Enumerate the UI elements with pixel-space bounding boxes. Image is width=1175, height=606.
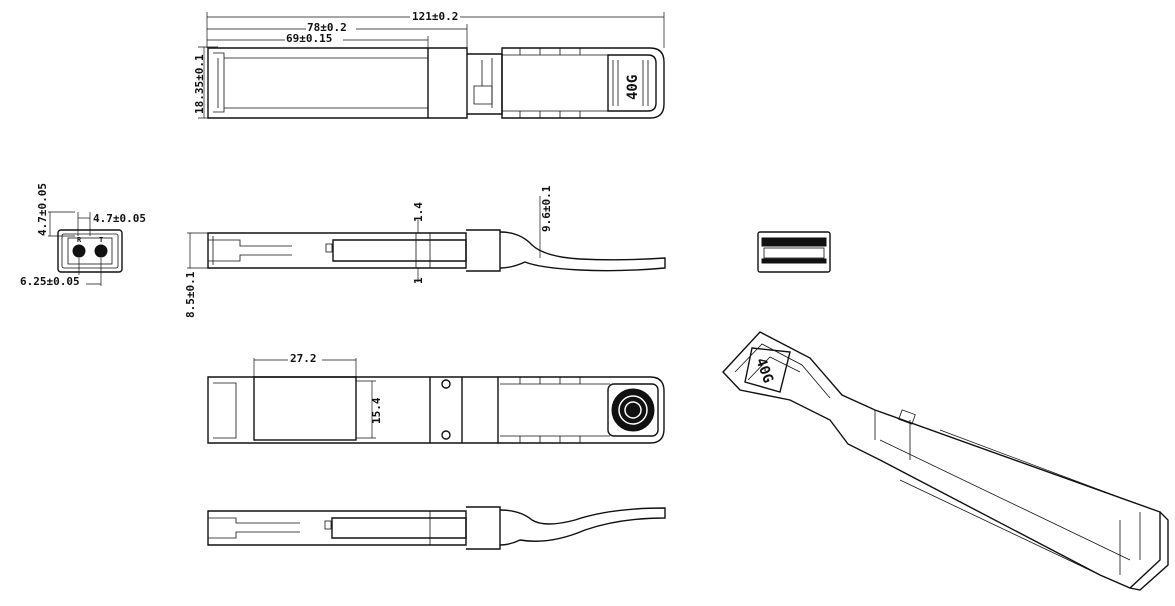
dim-width: 18.35±0.1 [193, 54, 206, 114]
port-letter-r: R [77, 236, 82, 244]
port-letter-t: T [99, 236, 103, 244]
dim-lc-height: 4.7±0.05 [36, 183, 49, 236]
top-view-body: 40G [207, 47, 665, 119]
tab-text-top: 40G [625, 75, 641, 100]
tab-text-iso: 40G [752, 356, 776, 385]
dim-overall-length: 121±0.2 [412, 10, 458, 23]
dim-pull-tab-height: 9.6±0.1 [540, 185, 553, 232]
front-view: 4.7±0.05 4.7±0.05 R T 6.25±0.05 [20, 183, 146, 288]
dim-gap-top: 1.4 [412, 202, 425, 222]
top-view: 121±0.2 78±0.2 69±0.15 18.35±0.1 [193, 10, 665, 119]
side-view: 8.5±0.1 9.6±0.1 1.4 1 [184, 185, 666, 318]
dim-lc-width: 4.7±0.05 [93, 212, 146, 225]
dim-body-height: 8.5±0.1 [184, 271, 197, 318]
dim-gap-bottom: 1 [412, 277, 425, 284]
dim-lc-pitch: 6.25±0.05 [20, 275, 80, 288]
top-view-dimensions: 121±0.2 78±0.2 69±0.15 18.35±0.1 [193, 10, 665, 119]
end-view [757, 231, 831, 273]
dim-label-width: 27.2 [290, 352, 317, 365]
dim-housing-length: 78±0.2 [307, 21, 347, 34]
dim-body-length: 69±0.15 [286, 32, 332, 45]
isometric-view: 40G [722, 331, 1169, 591]
bottom-view: 27.2 15.4 [207, 352, 665, 444]
side-view-2 [207, 506, 666, 550]
dim-label-height: 15.4 [370, 397, 383, 424]
